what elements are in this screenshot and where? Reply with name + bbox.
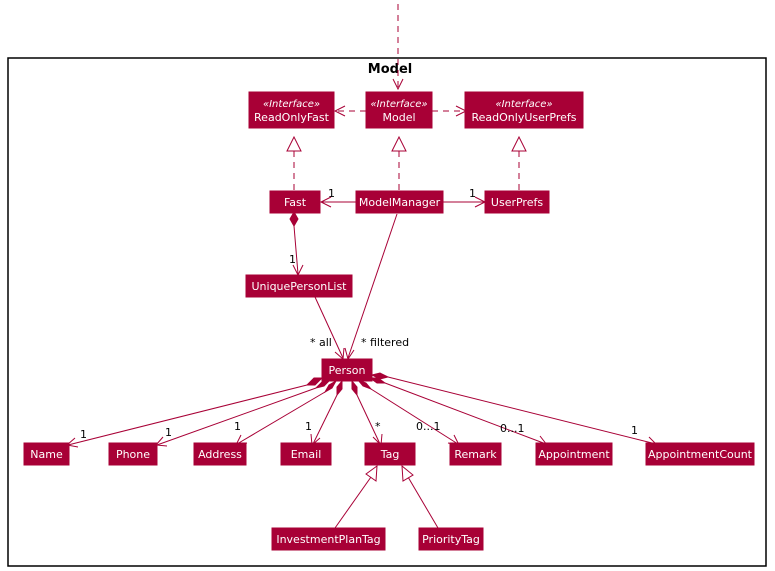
remark-label: Remark <box>454 448 497 461</box>
mult-mm-userprefs: 1 <box>469 187 476 200</box>
uniquepersonlist-to-person-edge <box>314 296 344 359</box>
readonlyfast-label: ReadOnlyFast <box>254 111 330 124</box>
mult-name: 1 <box>80 428 87 441</box>
prioritytag-label: PriorityTag <box>422 533 480 546</box>
mult-appointmentcount: 1 <box>631 424 638 437</box>
fast-composition-diamond <box>289 210 299 228</box>
readonlyuserprefs-stereotype: «Interface» <box>495 99 552 110</box>
modelmanager-class: ModelManager <box>355 190 444 214</box>
mult-email: 1 <box>305 420 312 433</box>
model-package-frame <box>7 57 767 567</box>
person-to-name-edge <box>67 384 308 446</box>
fast-to-uniquepersonlist-edge <box>293 225 299 275</box>
appointment-label: Appointment <box>538 448 610 461</box>
fast-label: Fast <box>284 196 307 209</box>
phone-class: Phone <box>108 442 158 466</box>
fast-class: Fast <box>269 190 321 214</box>
name-class: Name <box>23 442 70 466</box>
investmentplantag-extends-tag-edge <box>334 476 372 529</box>
mult-fast-upl: 1 <box>289 253 296 266</box>
tag-class: Tag <box>364 442 416 466</box>
userprefs-label: UserPrefs <box>491 196 543 209</box>
appointmentcount-class: AppointmentCount <box>645 442 755 466</box>
mult-phone: 1 <box>165 426 172 439</box>
appointmentcount-label: AppointmentCount <box>648 448 753 461</box>
mult-mm-fast: 1 <box>328 187 335 200</box>
modelmanager-to-fast-arrowhead <box>319 196 332 208</box>
person-to-remark-edge <box>370 388 459 445</box>
remark-class: Remark <box>449 442 502 466</box>
readonlyuserprefs-label: ReadOnlyUserPrefs <box>472 111 577 124</box>
modelmanager-realizes-model-head <box>391 135 407 152</box>
prioritytag-extends-tag-edge <box>407 476 439 529</box>
mult-appointment: 0...1 <box>500 422 525 435</box>
person-class: Person <box>321 358 373 382</box>
appointment-class: Appointment <box>535 442 613 466</box>
person-attribute-edges <box>65 372 659 448</box>
address-label: Address <box>198 448 242 461</box>
fast-realizes-readonlyfast-head <box>286 135 302 152</box>
model-stereotype: «Interface» <box>370 99 427 110</box>
mult-tag: * <box>375 420 381 433</box>
person-tag-diamond <box>351 379 358 397</box>
address-class: Address <box>193 442 247 466</box>
email-label: Email <box>291 448 322 461</box>
mult-address: 1 <box>234 420 241 433</box>
userprefs-class: UserPrefs <box>484 190 550 214</box>
person-email-diamond <box>336 379 343 397</box>
uniquepersonlist-class: UniquePersonList <box>245 274 353 298</box>
prioritytag-extends-tag-head <box>401 464 414 482</box>
readonlyfast-stereotype: «Interface» <box>263 99 320 110</box>
mult-filtered: * filtered <box>361 336 409 349</box>
mult-remark: 0...1 <box>416 420 441 433</box>
person-to-address-edge <box>236 391 326 445</box>
name-label: Name <box>30 448 63 461</box>
investmentplantag-label: InvestmentPlanTag <box>276 533 380 546</box>
investmentplantag-extends-tag-head <box>365 464 378 482</box>
package-title: Model <box>368 62 412 77</box>
investmentplantag-class: InvestmentPlanTag <box>271 527 386 551</box>
mult-all: * all <box>310 336 332 349</box>
person-to-tag-edge <box>356 394 381 445</box>
person-to-phone-edge <box>156 387 317 446</box>
phone-label: Phone <box>116 448 150 461</box>
person-to-email-edge <box>312 394 338 445</box>
uniquepersonlist-label: UniquePersonList <box>252 280 348 293</box>
readonlyuserprefs-interface: «Interface» ReadOnlyUserPrefs <box>464 91 584 129</box>
external-dependency-arrowhead <box>392 78 404 91</box>
readonlyfast-interface: «Interface» ReadOnlyFast <box>248 91 335 129</box>
model-to-readonlyfast-arrowhead <box>333 105 346 117</box>
model-label: Model <box>382 111 415 124</box>
prioritytag-class: PriorityTag <box>418 527 484 551</box>
modelmanager-to-person-edge <box>347 213 398 359</box>
modelmanager-label: ModelManager <box>359 196 441 209</box>
person-to-appointment-edge <box>384 382 547 445</box>
person-label: Person <box>329 364 366 377</box>
model-interface: «Interface» Model <box>365 91 433 129</box>
userprefs-realizes-readonlyuserprefs-head <box>511 135 527 152</box>
email-class: Email <box>280 442 332 466</box>
person-to-appointmentcount-edge <box>387 376 657 445</box>
tag-label: Tag <box>380 448 400 461</box>
